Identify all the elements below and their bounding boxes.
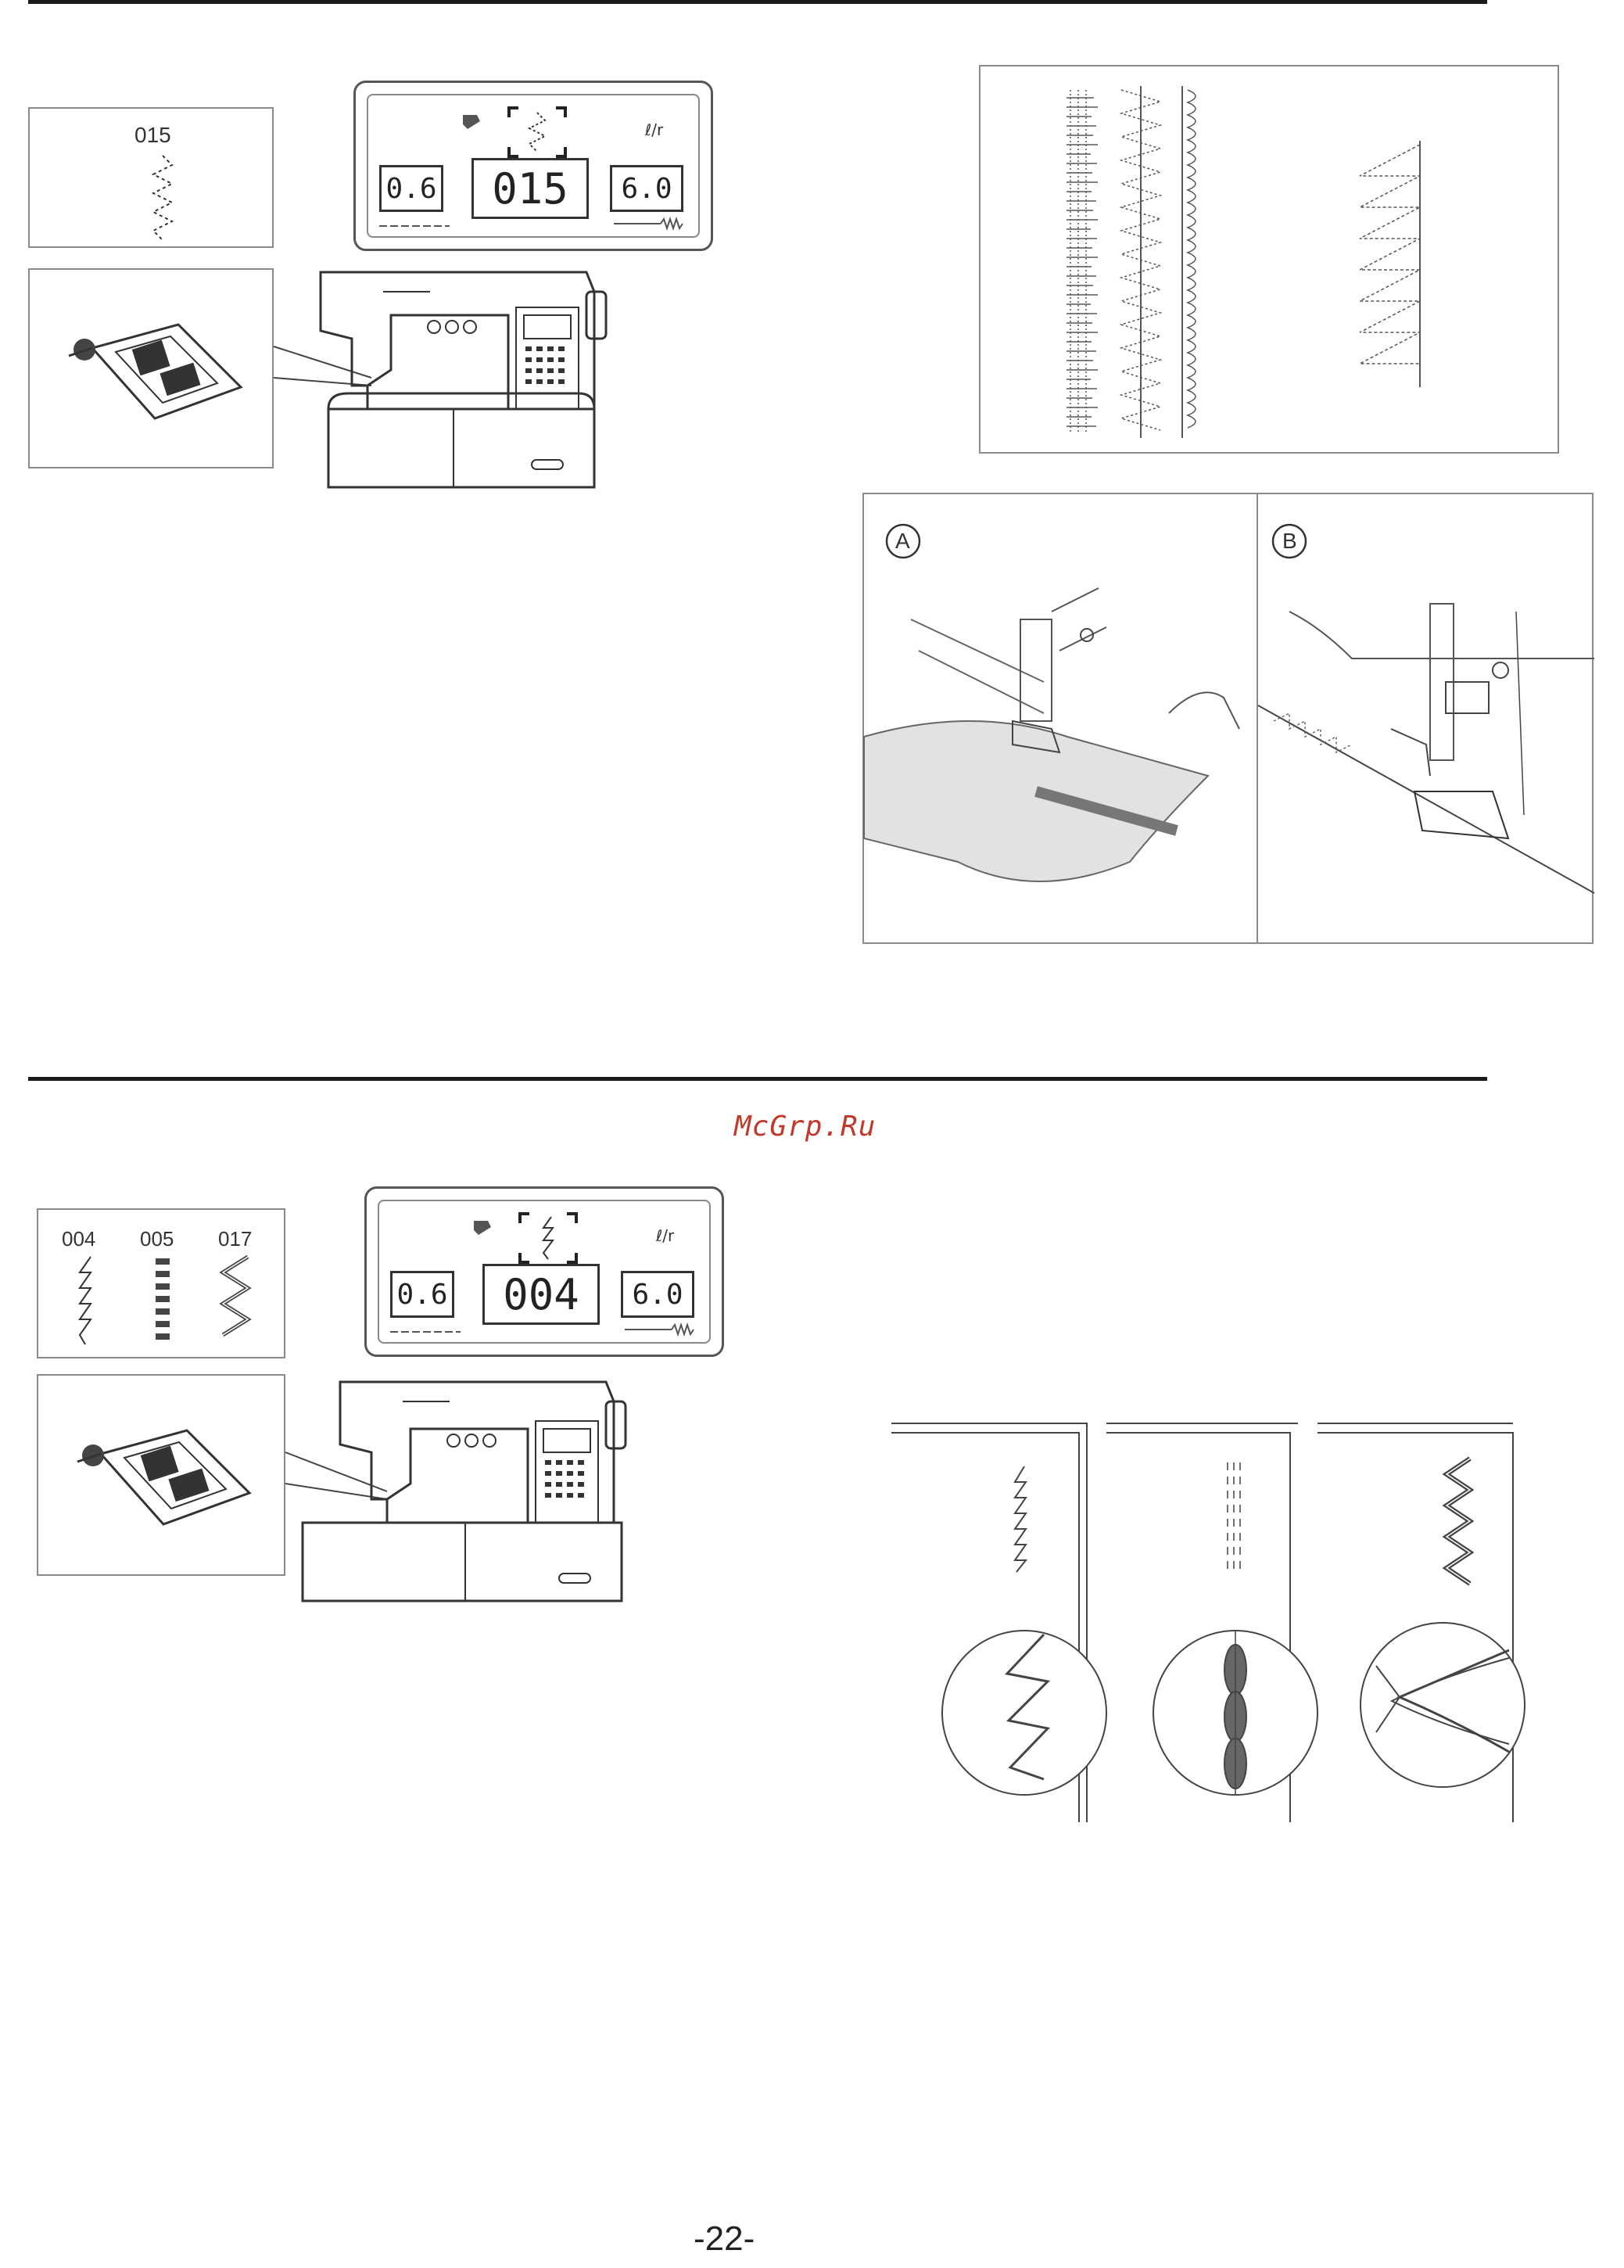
stitch-sample-illustration [980, 66, 1561, 455]
stitch-sample-panel [979, 65, 1559, 454]
presser-foot-icon [70, 1407, 257, 1540]
pattern-card: 015 [28, 107, 274, 248]
lcd-display-bottom: ℓ/r 0.6 004 6.0 [364, 1186, 724, 1357]
presser-foot-card [28, 268, 274, 468]
triple-straight-stitch-icon [154, 1258, 173, 1344]
pattern-number-004: 004 [62, 1227, 95, 1251]
sewing-foot-feeding-illustration [864, 494, 1255, 944]
photo-a: A [864, 494, 1255, 944]
pattern-card-bottom: 004 005 017 [37, 1208, 285, 1358]
width-scale-icon [390, 1328, 461, 1336]
watermark: McGrp.Ru [734, 1111, 876, 1143]
pattern-preview-icon [517, 1211, 579, 1265]
width-length-icon: ℓ/r [645, 118, 676, 142]
presser-foot-card-bottom [37, 1374, 285, 1576]
sewing-machine-icon-bottom [285, 1366, 637, 1609]
section-divider [28, 1077, 1487, 1081]
triple-zigzag-icon [217, 1257, 256, 1347]
photo-panel: A B [862, 493, 1594, 944]
triple-zigzag-stitch-icon [139, 156, 186, 242]
pattern-number-017: 017 [218, 1227, 252, 1251]
svg-text:ℓ/r: ℓ/r [655, 1226, 675, 1245]
presser-foot-icon [61, 301, 249, 434]
pattern-number-005: 005 [140, 1227, 174, 1251]
pattern-number: 015 [134, 123, 171, 148]
pattern-number-display: 004 [482, 1264, 600, 1325]
page-number: -22- [694, 2220, 755, 2259]
presser-foot-indicator-icon [471, 1216, 494, 1240]
pattern-preview-icon [506, 105, 568, 160]
lightning-stitch-icon [73, 1257, 97, 1347]
width-scale-icon [379, 222, 450, 230]
length-scale-icon [625, 1323, 695, 1336]
svg-text:ℓ/r: ℓ/r [644, 120, 664, 139]
stitch-width-value: 0.6 [379, 165, 443, 212]
stitch-length-value: 6.0 [621, 1271, 694, 1318]
lcd-display: ℓ/r 0.6 015 6.0 [353, 81, 713, 251]
stitching-closeup-illustration [1258, 494, 1594, 944]
sewing-machine-icon [274, 260, 626, 495]
photo-b: B [1258, 494, 1594, 944]
stitch-length-value: 6.0 [610, 165, 683, 212]
width-length-icon: ℓ/r [656, 1224, 687, 1247]
length-scale-icon [614, 217, 684, 230]
stitch-closeup-illustration [891, 1423, 1517, 1822]
pattern-number-display: 015 [471, 158, 589, 219]
top-divider [28, 0, 1487, 4]
presser-foot-indicator-icon [460, 110, 483, 134]
stitch-width-value: 0.6 [390, 1271, 454, 1318]
